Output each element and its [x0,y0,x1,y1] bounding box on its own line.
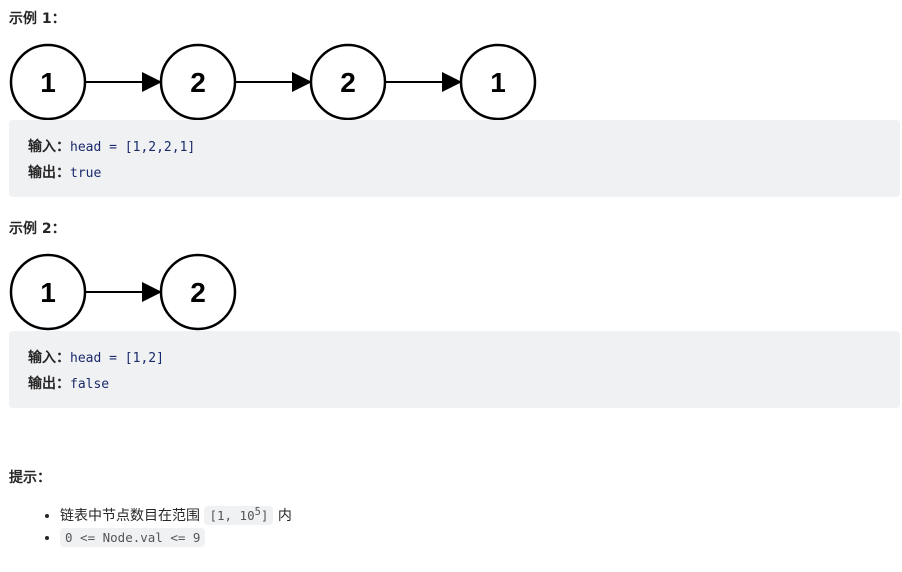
inline-code: [1, 105] [204,506,274,526]
list-node [309,43,387,121]
list-node [9,253,87,331]
node-value: 2 [190,277,206,308]
code-text: [1, 10 [209,508,255,524]
node-value: 2 [340,67,356,98]
node-value: 1 [40,277,56,308]
node-value: 1 [490,67,506,98]
example-2-title: 示例 2： [9,221,66,237]
code-text: ] [260,508,269,524]
output-label: 输出： [28,165,70,181]
superscript: 5 [254,506,261,518]
hint-text: 内 [277,508,292,525]
input-value: head = [1,2,2,1] [70,140,196,155]
hint-item: 链表中节点数目在范围 [1, 105] 内 [60,500,292,526]
list-node [9,43,87,121]
node-value: 1 [40,67,56,98]
hint-item: 0 <= Node.val <= 9 [60,525,292,550]
inline-code: 0 <= Node.val <= 9 [60,528,206,547]
hint-text: 链表中节点数目在范围 [60,508,200,525]
example-2-code-block: 输入：head = [1,2] 输出：false [9,331,900,408]
output-label: 输出： [28,376,70,392]
example-1-title: 示例 1： [9,11,66,27]
example-1-linked-list-diagram: 1 2 2 1 [9,43,537,121]
example-1-code-block: 输入：head = [1,2,2,1] 输出：true [9,120,900,197]
list-node [159,43,237,121]
output-value: false [70,377,110,392]
input-label: 输入： [28,139,70,155]
input-label: 输入： [28,350,70,366]
node-value: 2 [190,67,206,98]
list-node [159,253,237,331]
input-value: head = [1,2] [70,351,164,366]
hints-list: 链表中节点数目在范围 [1, 105] 内 0 <= Node.val <= 9 [0,500,292,550]
list-node [459,43,537,121]
output-value: true [70,166,102,181]
hints-title: 提示： [9,470,51,486]
